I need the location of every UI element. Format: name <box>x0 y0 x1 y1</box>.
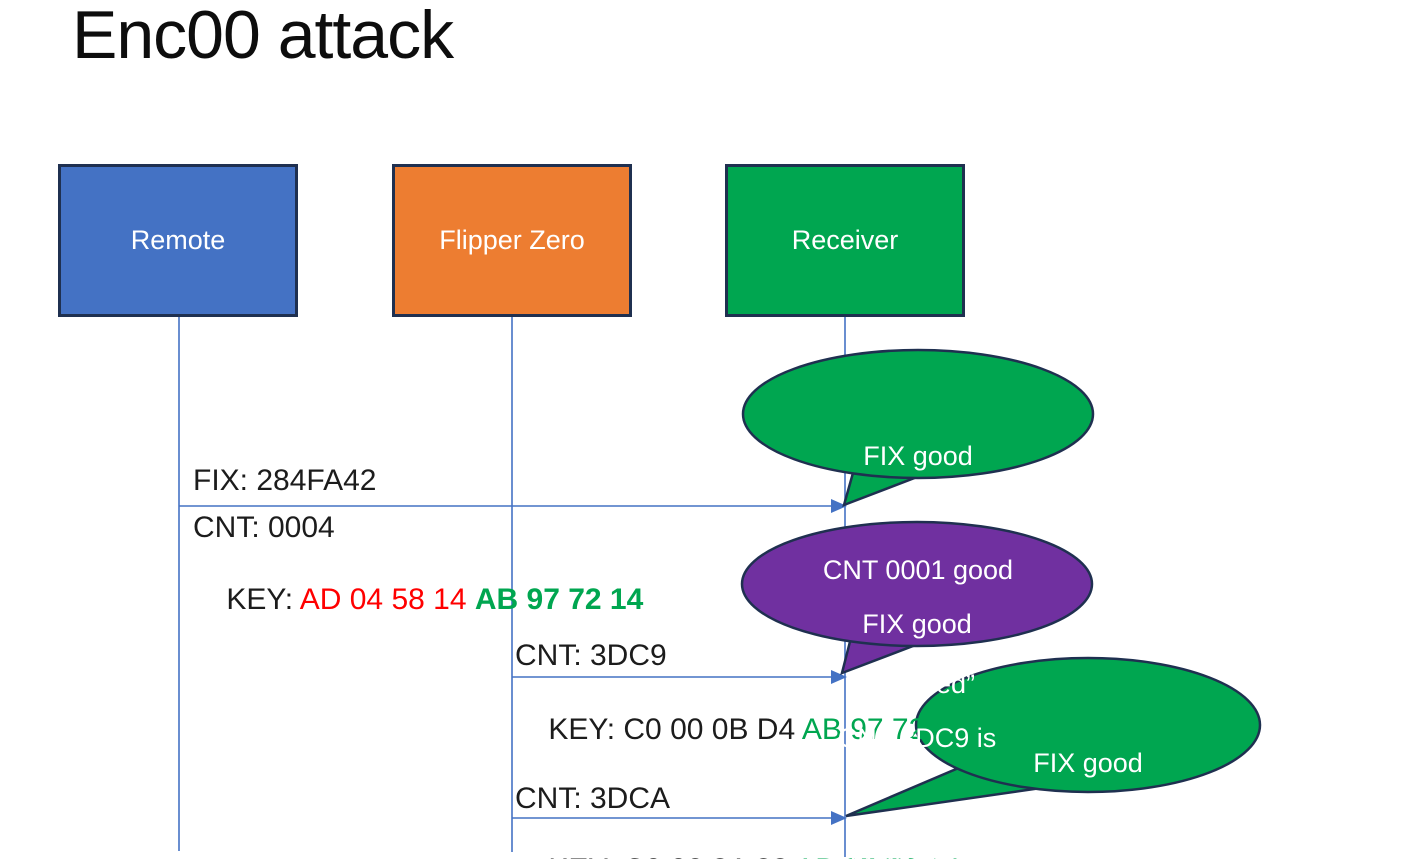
message3-key-value: KEY: C0 02 8A 33 AB 97 72 14 <box>515 819 960 859</box>
callout-line: CNT 3DC9 is <box>837 723 997 753</box>
message1-fix-value: FIX: 284FA42 <box>193 464 377 497</box>
arrowhead-icon <box>831 499 847 513</box>
callout-line: FIX good <box>862 609 972 639</box>
key-fixed-bytes: AB 97 72 14 <box>474 583 644 616</box>
message2-cnt-value: CNT: 3DC9 <box>515 639 667 672</box>
actor-box-receiver: Receiver <box>725 164 965 317</box>
message1-cnt-value: CNT: 0004 <box>193 511 335 544</box>
callout-line: FIX good <box>1033 748 1143 778</box>
actor-box-flipper-zero: Flipper Zero <box>392 164 632 317</box>
key-fixed-bytes: AB 97 72 14 <box>801 713 967 746</box>
key-plain-bytes: C0 02 8A 33 <box>623 853 795 859</box>
callout-bubble-future-code <box>740 520 1094 676</box>
key-fixed-bytes: AB 97 72 14 <box>795 853 960 859</box>
arrowhead-icon <box>831 670 847 684</box>
callout-ellipse <box>740 520 1094 648</box>
callout-bubble-opened-2 <box>845 656 1262 818</box>
callout1-text: FIX good CNT 0001 good “Opened” <box>748 361 1088 779</box>
message-arrow-flipper-to-receiver-2 <box>512 811 847 825</box>
callout3-text: FIX good CNT is 3DCA “Opened” <box>918 668 1258 859</box>
message2-key-value: KEY: C0 00 0B D4 AB 97 72 14 <box>515 679 967 781</box>
key-changed-bytes: AD 04 58 14 <box>299 583 475 616</box>
callout-ellipse <box>914 656 1262 794</box>
message-arrow-flipper-to-receiver-1 <box>512 670 847 684</box>
actor-box-remote: Remote <box>58 164 298 317</box>
actor-label: Flipper Zero <box>439 225 585 255</box>
key-plain-bytes: C0 00 0B D4 <box>623 713 802 746</box>
key-label: KEY: <box>548 853 623 859</box>
callout-line: CNT 0001 good <box>822 555 1014 585</box>
callout2-text: FIX good CNT 3DC9 is future code <box>747 529 1087 859</box>
key-label: KEY: <box>226 583 300 616</box>
actor-label: Remote <box>130 225 226 255</box>
callout-bubble-opened-1 <box>741 348 1095 508</box>
callout-line: future code <box>849 837 985 859</box>
message1-key-value: KEY: AD 04 58 14 AB 97 72 14 <box>193 549 643 651</box>
actor-label: Receiver <box>791 225 899 255</box>
arrowhead-icon <box>831 811 847 825</box>
key-label: KEY: <box>548 713 624 746</box>
message-arrow-remote-to-receiver <box>179 499 847 513</box>
page-title: Enc00 attack <box>72 0 454 73</box>
callout-ellipse <box>741 348 1095 480</box>
message3-cnt-value: CNT: 3DCA <box>515 782 671 815</box>
callout-line: FIX good <box>863 441 973 471</box>
callout-line: “Opened” <box>860 669 976 699</box>
